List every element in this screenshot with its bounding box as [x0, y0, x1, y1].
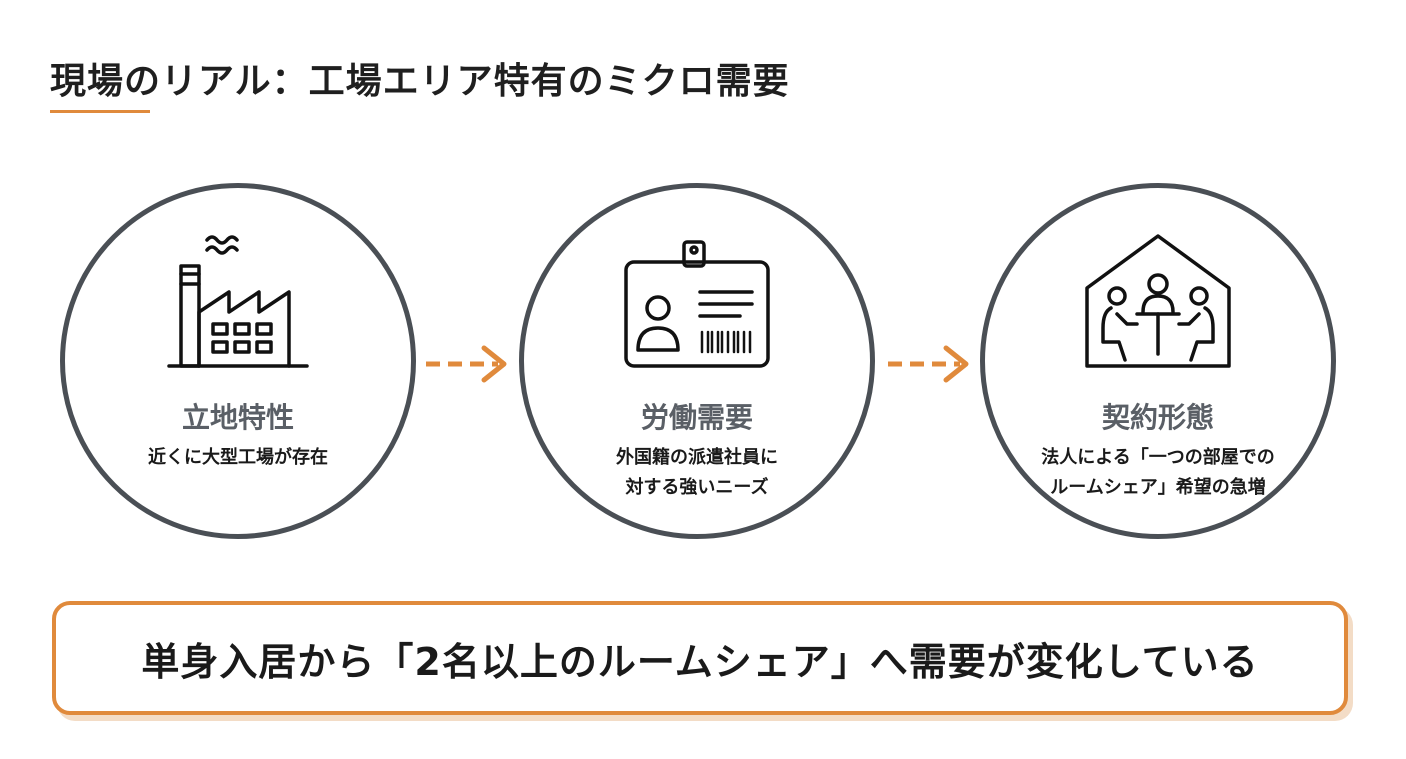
step-heading: 労働需要 [640, 401, 753, 434]
summary-text: 単身入居から「2名以上のルームシェア」へ需要が変化している [141, 639, 1259, 684]
step-heading: 契約形態 [1101, 401, 1214, 434]
title-underline [50, 110, 150, 113]
id-badge-icon [622, 232, 772, 376]
step-description-line: ルームシェア」希望の急増 [1050, 477, 1266, 498]
step-contract-circle: 契約形態 法人による「一つの部屋での ルームシェア」希望の急増 [980, 183, 1336, 539]
factory-icon [163, 232, 313, 376]
step-description: 外国籍の派遣社員に 対する強いニーズ [544, 443, 850, 503]
arrow-right-icon [888, 345, 969, 383]
summary-box: 単身入居から「2名以上のルームシェア」へ需要が変化している [52, 601, 1348, 715]
step-description-line: 近くに大型工場が存在 [148, 447, 328, 468]
step-heading: 立地特性 [181, 401, 294, 434]
shared-house-icon [1083, 232, 1233, 376]
page-title: 現場のリアル：工場エリア特有のミクロ需要 [50, 61, 790, 102]
step-description: 法人による「一つの部屋での ルームシェア」希望の急増 [1005, 443, 1311, 503]
arrow-right-icon [426, 345, 507, 383]
step-location-circle: 立地特性 近くに大型工場が存在 [60, 183, 416, 539]
step-description: 近くに大型工場が存在 [85, 443, 391, 473]
step-description-line: 法人による「一つの部屋での [1041, 447, 1275, 468]
step-description-line: 対する強いニーズ [625, 477, 769, 498]
step-labor-circle: 労働需要 外国籍の派遣社員に 対する強いニーズ [519, 183, 875, 539]
step-description-line: 外国籍の派遣社員に [616, 447, 778, 468]
